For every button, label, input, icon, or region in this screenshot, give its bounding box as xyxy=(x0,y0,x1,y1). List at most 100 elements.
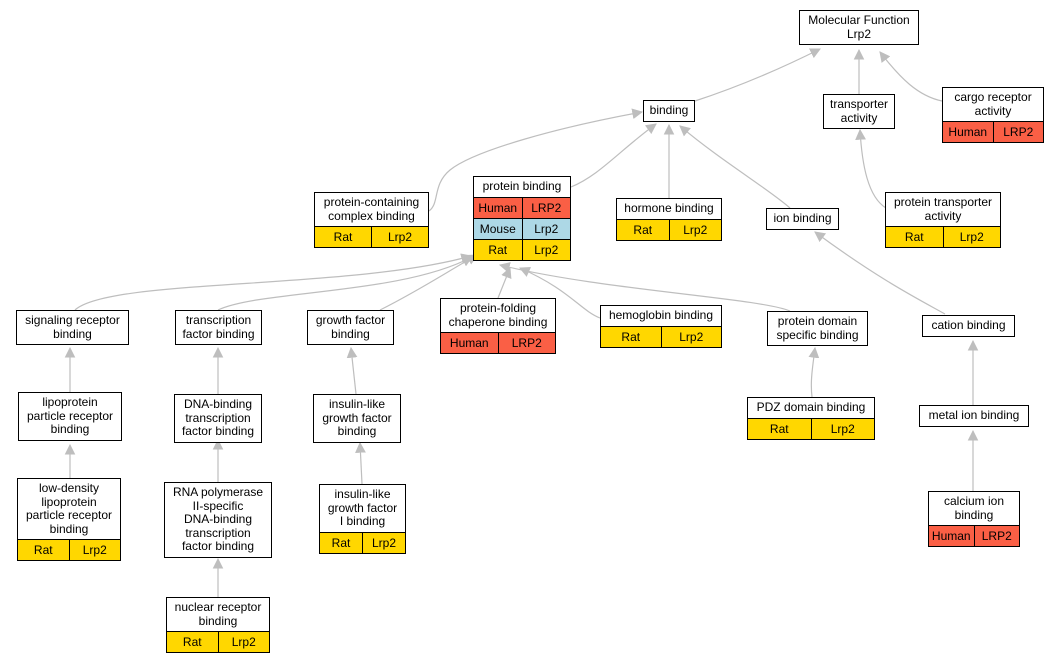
node-label-line: transcription xyxy=(185,313,252,327)
node-label-line: nuclear receptor xyxy=(174,600,262,614)
node-label-line: binding xyxy=(198,613,238,628)
node-label-line: growth factor xyxy=(322,410,392,425)
node-label-line: chaperone binding xyxy=(448,314,548,329)
edge-sig-protein xyxy=(74,253,473,311)
node-label-line: growth factor xyxy=(327,500,398,515)
species-name: Human xyxy=(478,200,518,215)
node-label: hemoglobin binding xyxy=(601,306,721,326)
node-label-line: I binding xyxy=(339,514,386,528)
node-label-line: activity xyxy=(924,208,962,223)
node-label-line: RNA polymerase xyxy=(172,485,264,499)
node-label-line: hemoglobin binding xyxy=(608,308,714,322)
edge-protein-binding xyxy=(570,123,657,188)
node-label-line: lipoprotein xyxy=(42,395,98,409)
node-label-line: particle receptor xyxy=(26,408,114,423)
node-label: binding xyxy=(644,101,694,121)
edge-igf-gfb xyxy=(346,346,358,395)
node-label-line: calcium ion xyxy=(943,494,1005,508)
node-label-line: binding xyxy=(649,103,689,117)
edge-pdz-pdsb xyxy=(808,346,820,398)
species-name: Human xyxy=(931,529,971,543)
node-label-line: particle receptor xyxy=(25,508,113,522)
ion-binding-node[interactable]: ion binding xyxy=(766,208,839,230)
node-label: PDZ domain binding xyxy=(748,398,874,418)
edge-hemo-protein xyxy=(519,266,601,319)
node-label-line: PDZ domain binding xyxy=(756,400,866,414)
species-name: Rat xyxy=(633,222,653,237)
species-name: Rat xyxy=(621,329,641,344)
cation-binding-node[interactable]: cation binding xyxy=(922,315,1015,337)
node-label-line: insulin-like xyxy=(328,397,386,411)
node-label-line: activity xyxy=(840,110,878,125)
metal-ion-binding-node[interactable]: metal ion binding xyxy=(919,405,1029,427)
species-name: Rat xyxy=(33,543,53,557)
edge-cargo-mf xyxy=(879,51,943,102)
node-label-line: II-specific xyxy=(192,498,244,513)
binding-node[interactable]: binding xyxy=(643,100,695,122)
species-name: Rat xyxy=(769,421,789,436)
node-label-line: ion binding xyxy=(773,211,832,225)
node-label-line: binding xyxy=(53,326,92,341)
node-label-line: hormone binding xyxy=(624,201,714,215)
species-name: Human xyxy=(948,125,988,139)
gene-symbol: Lrp2 xyxy=(362,532,405,553)
species-name: Rat xyxy=(182,635,202,649)
node-label-line: Lrp2 xyxy=(846,26,872,41)
gene-symbol: LRP2 xyxy=(992,122,1044,142)
node-label-line: transcription xyxy=(185,410,251,425)
gene-symbol: LRP2 xyxy=(521,197,571,218)
gene-symbol: Lrp2 xyxy=(660,326,722,347)
gene-symbol: Lrp2 xyxy=(521,239,571,260)
node-label-line: transporter xyxy=(829,97,889,111)
node-label-line: metal ion binding xyxy=(928,408,1020,422)
node-label: cation binding xyxy=(923,316,1014,336)
edge-ion-binding xyxy=(679,125,791,209)
species-name: Rat xyxy=(904,230,924,244)
edge-cation-ion xyxy=(814,231,946,315)
node-label-line: binding xyxy=(337,424,377,438)
species-row: Rat Lrp2 xyxy=(601,325,722,347)
node-label: ion binding xyxy=(767,209,838,229)
gene-symbol: LRP2 xyxy=(973,526,1020,546)
node-label-line: binding xyxy=(50,422,90,436)
